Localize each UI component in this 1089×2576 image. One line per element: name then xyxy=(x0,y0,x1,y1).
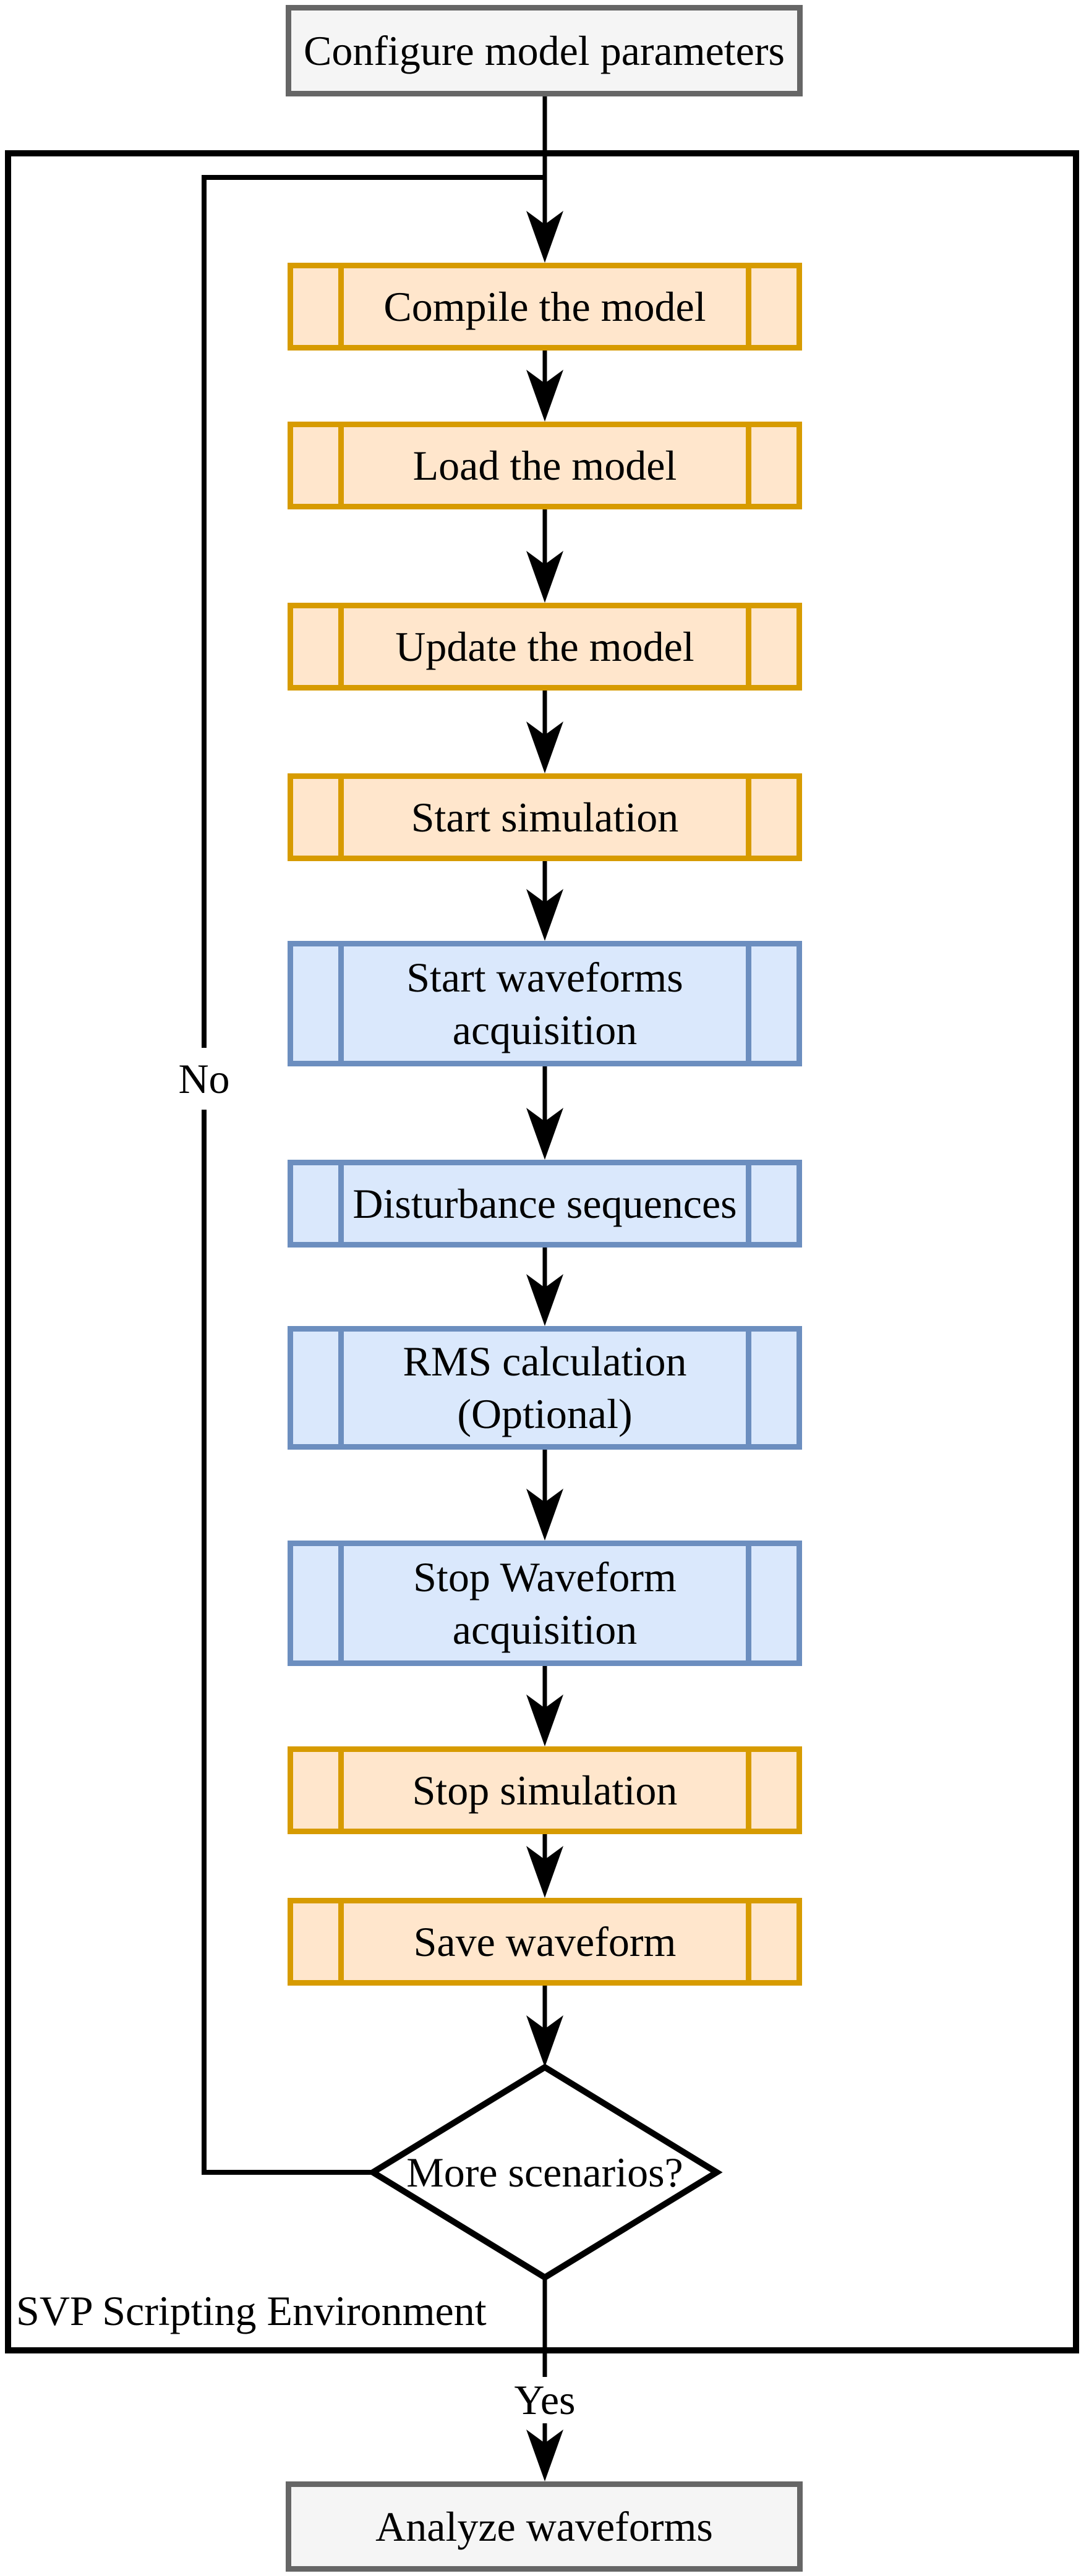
process-label-line: acquisition xyxy=(452,1605,638,1653)
yes-branch-label: Yes xyxy=(514,2376,576,2423)
process-label: Load the model xyxy=(412,441,677,489)
end-node-label: Analyze waveforms xyxy=(375,2502,713,2550)
subroutine-side-line xyxy=(746,1752,751,1829)
process-label-line: Start waveforms xyxy=(406,953,683,1001)
subroutine-side-line xyxy=(338,1332,344,1444)
start-node-label: Configure model parameters xyxy=(304,27,785,74)
subroutine-side-line xyxy=(338,1546,344,1660)
subroutine-side-line xyxy=(746,946,751,1061)
process-box-update-the-model: Update the model xyxy=(288,603,802,691)
no-loop-line xyxy=(202,175,545,2175)
process-box-save-waveform: Save waveform xyxy=(288,1898,802,1986)
decision-label: More scenarios? xyxy=(406,2148,683,2196)
start-node-configure-model-parameters: Configure model parameters xyxy=(286,5,803,96)
decision-diamond xyxy=(367,2064,723,2281)
container-label: SVP Scripting Environment xyxy=(16,2287,487,2334)
process-box-stop-waveform-acquisition: Stop Waveform acquisition xyxy=(288,1541,802,1666)
process-box-start-waveforms-acquisition: Start waveforms acquisition xyxy=(288,941,802,1066)
process-label: Disturbance sequences xyxy=(352,1180,737,1227)
subroutine-side-line xyxy=(338,608,344,685)
subroutine-side-line xyxy=(746,1165,751,1242)
process-box-disturbance-sequences: Disturbance sequences xyxy=(288,1160,802,1248)
subroutine-side-line xyxy=(746,268,751,345)
subroutine-side-line xyxy=(746,1903,751,1980)
subroutine-side-line xyxy=(338,779,344,856)
process-box-start-simulation: Start simulation xyxy=(288,773,802,861)
no-branch-label: No xyxy=(178,1055,230,1102)
subroutine-side-line xyxy=(746,608,751,685)
process-label: Start simulation xyxy=(411,793,679,841)
process-label: Update the model xyxy=(395,623,694,670)
subroutine-side-line xyxy=(746,779,751,856)
process-label: Compile the model xyxy=(383,283,706,330)
svp-scripting-environment-container xyxy=(5,150,1079,2353)
process-box-compile-the-model: Compile the model xyxy=(288,263,802,351)
process-label: Stop simulation xyxy=(412,1766,678,1814)
process-label-line: acquisition xyxy=(452,1006,638,1053)
subroutine-side-line xyxy=(338,1903,344,1980)
process-label-line: (Optional) xyxy=(457,1390,633,1437)
process-label-line: Stop Waveform xyxy=(413,1553,677,1600)
subroutine-side-line xyxy=(338,946,344,1061)
process-box-load-the-model: Load the model xyxy=(288,422,802,509)
subroutine-side-line xyxy=(746,1546,751,1660)
subroutine-side-line xyxy=(746,1332,751,1444)
subroutine-side-line xyxy=(746,427,751,504)
subroutine-side-line xyxy=(338,1752,344,1829)
process-label-line: RMS calculation xyxy=(403,1338,687,1385)
process-box-rms-calculation-optional: RMS calculation (Optional) xyxy=(288,1326,802,1450)
subroutine-side-line xyxy=(338,427,344,504)
subroutine-side-line xyxy=(338,268,344,345)
end-node-analyze-waveforms: Analyze waveforms xyxy=(286,2481,803,2572)
process-box-stop-simulation: Stop simulation xyxy=(288,1746,802,1834)
process-label: Save waveform xyxy=(413,1918,677,1965)
subroutine-side-line xyxy=(338,1165,344,1242)
